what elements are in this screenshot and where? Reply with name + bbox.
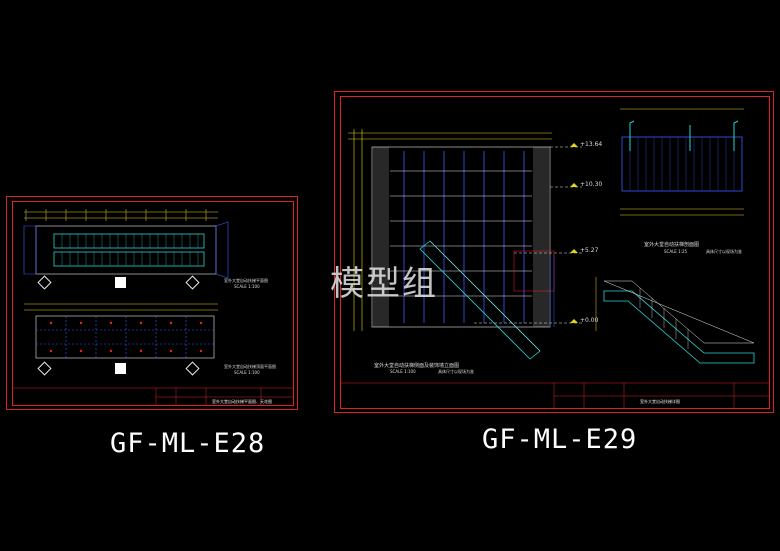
sheet-inner-frame	[340, 96, 770, 409]
section-scale: SCALE 1:25	[664, 249, 688, 254]
elevation-scale: SCALE 1:100	[390, 369, 416, 374]
drawing-sheet-e29[interactable]: +13.64 +10.30 +5.27 +0.00 室外大堂自动扶梯侧面及装饰墙…	[334, 91, 774, 413]
escalator-detail-drawing	[340, 108, 770, 409]
sheet-outer-frame	[334, 91, 774, 413]
elevation-note: 具体尺寸以现场为准	[438, 369, 474, 374]
ceiling-plan-scale: SCALE 1:100	[234, 370, 260, 375]
plan-scale: SCALE 1:100	[234, 284, 260, 289]
title-block-text: 室外大堂自动扶梯详图	[640, 399, 680, 404]
elevation-title: 室外大堂自动扶梯侧面及装饰墙立面图	[374, 363, 460, 369]
level-label-1: +13.64	[580, 141, 603, 148]
ceiling-plan-title: 室外大堂自动扶梯顶面平面图	[224, 364, 276, 369]
sheet-caption-e29: GF-ML-E29	[482, 424, 638, 455]
sheet-outer-frame	[6, 196, 298, 410]
level-label-2: +10.30	[580, 181, 603, 188]
section-title: 室外大堂自动扶梯剖面图	[644, 242, 700, 248]
title-block-text: 室外大堂自动扶梯平面图、天花图	[212, 399, 272, 404]
drawing-sheet-e28[interactable]: 室外大堂自动扶梯平面图 SCALE 1:100 室外大堂自动扶梯顶面平面图 SC…	[6, 196, 298, 410]
level-label-4: +0.00	[580, 317, 599, 324]
plan-title: 室外大堂自动扶梯平面图	[224, 278, 268, 283]
escalator-plan-drawing	[12, 209, 294, 406]
sheet-caption-e28: GF-ML-E28	[110, 428, 266, 459]
level-label-3: +5.27	[580, 247, 599, 254]
section-note: 具体尺寸以现场为准	[706, 249, 742, 254]
sheet-inner-frame	[12, 201, 294, 406]
watermark-text: 模型组	[330, 264, 438, 304]
